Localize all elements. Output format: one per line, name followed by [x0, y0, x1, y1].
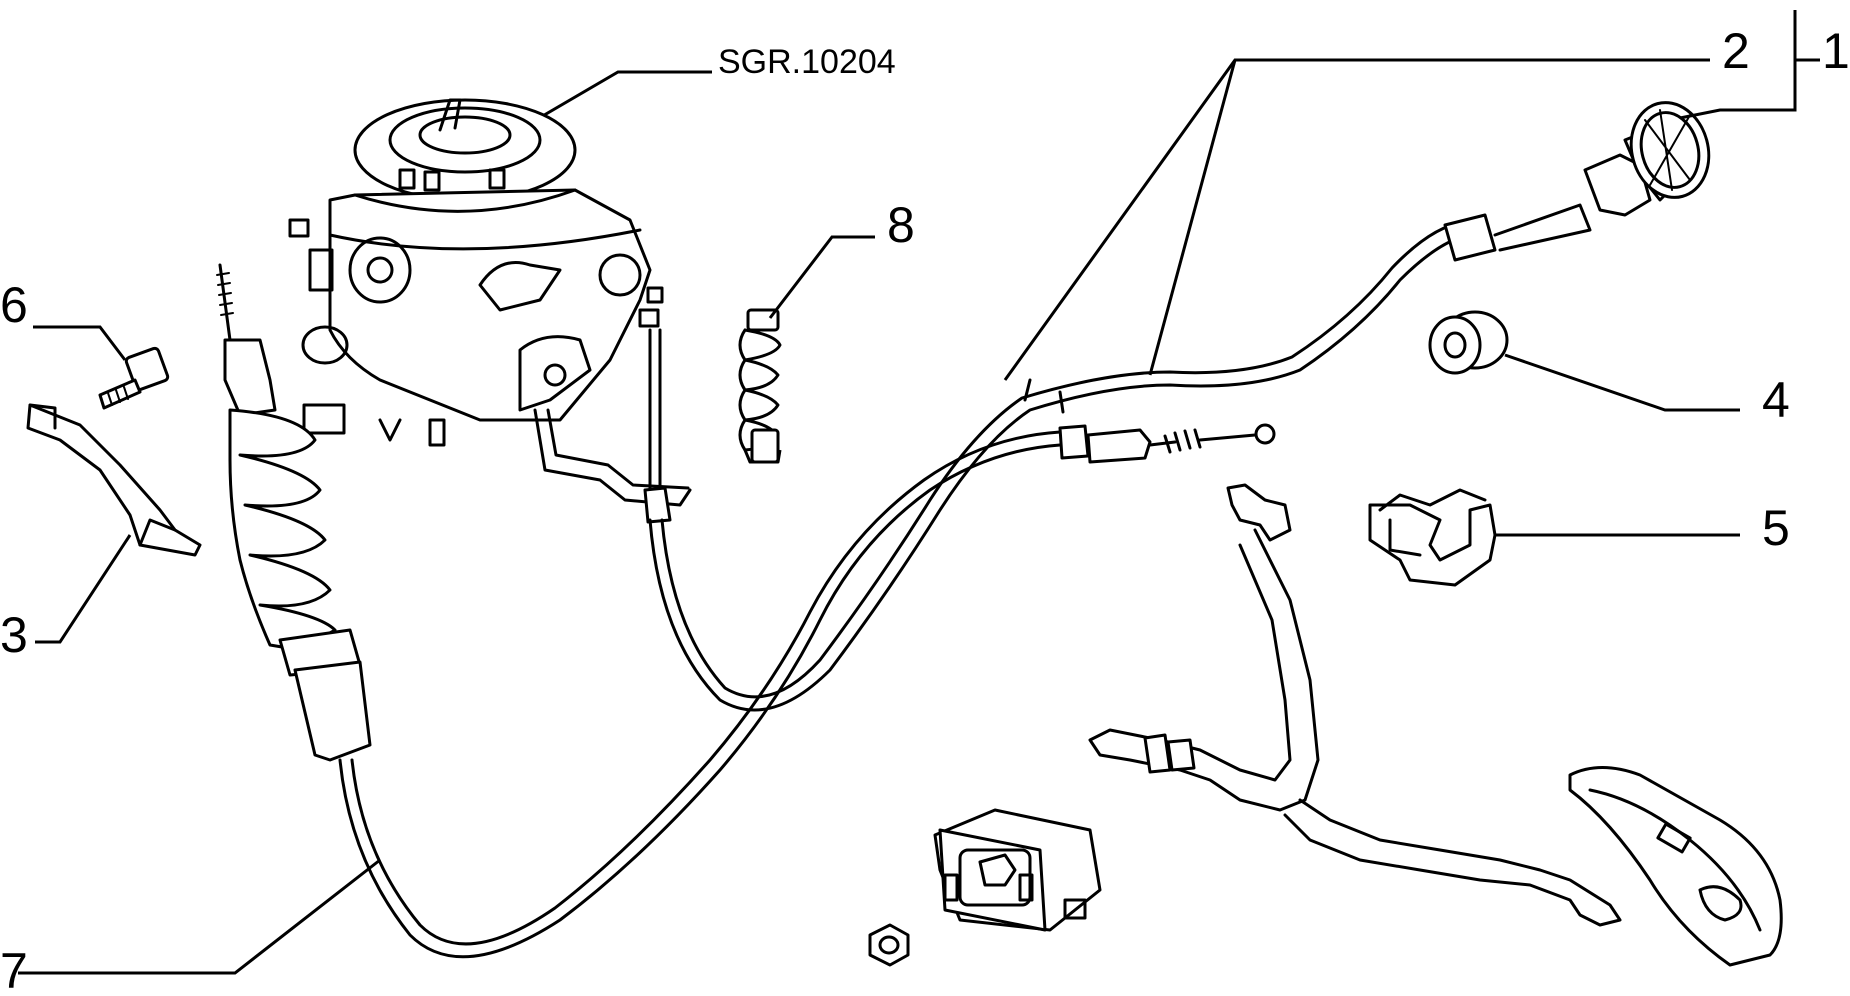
- accelerator-pedal-pad: [1568, 766, 1783, 967]
- callout-8-leader: [768, 235, 875, 319]
- drawing-reference-code: SGR.10204: [718, 43, 896, 81]
- callout-3-leader: [35, 534, 132, 644]
- part-5-clip: [1368, 488, 1497, 587]
- hex-nut: [868, 923, 910, 967]
- callout-6-leader: [33, 325, 127, 361]
- callout-4: 4: [1762, 372, 1790, 428]
- pedal-stop-block: [933, 808, 1102, 932]
- callout-6: 6: [0, 277, 28, 333]
- callout-2-leader-a: [1003, 58, 1710, 381]
- part-2-accelerator-cable: [643, 101, 1711, 712]
- callout-5: 5: [1762, 500, 1790, 556]
- part-8-bellows-boot: [738, 308, 782, 464]
- callout-1: 1: [1822, 23, 1850, 79]
- accelerator-pedal-arm: [1088, 483, 1622, 927]
- part-6-bolt: [98, 346, 170, 410]
- part-4-grommet: [1428, 310, 1509, 375]
- carburettor-assembly: [288, 98, 692, 507]
- callout-4-leader: [1504, 353, 1740, 412]
- callout-7-leader: [18, 858, 381, 975]
- reference-leader-line: [521, 70, 712, 130]
- part-7-clutch-cable: [216, 263, 1276, 959]
- callout-2-leader-b: [1148, 59, 1237, 376]
- callout-2: 2: [1722, 23, 1750, 79]
- callout-3: 3: [0, 607, 28, 663]
- callout-1-bracket: [1793, 10, 1820, 110]
- callout-8: 8: [887, 197, 915, 253]
- part-3-bracket: [26, 403, 202, 557]
- callout-7: 7: [0, 943, 28, 996]
